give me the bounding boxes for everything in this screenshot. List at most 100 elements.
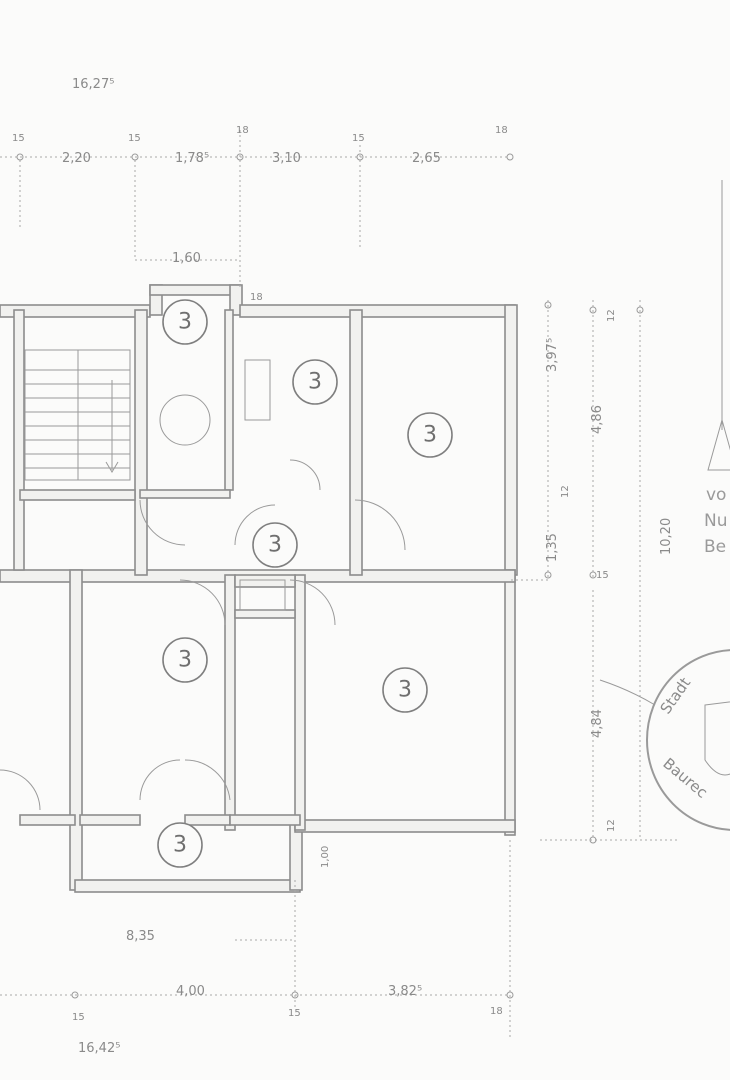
door-swing: [139, 499, 186, 546]
wall-segment: [229, 284, 243, 316]
room-marker: 3: [157, 822, 203, 868]
wall-segment: [229, 814, 301, 826]
door-swing: [234, 504, 276, 546]
dimension-tick: [589, 571, 597, 579]
dim-top-wall-2: 15: [128, 133, 141, 144]
dim-top-wall-5: 18: [495, 125, 508, 136]
dimension-lines: [0, 130, 680, 1040]
dimension-line: [510, 300, 549, 581]
wall-segment: [234, 609, 296, 619]
dim-notch-depth: 18: [250, 292, 263, 303]
wall-segment: [349, 309, 363, 576]
room-marker-circle: [162, 299, 208, 345]
note-fragment-3: Be: [704, 537, 726, 557]
note-fragment-2: Nu: [704, 511, 728, 531]
dimension-tick: [589, 306, 597, 314]
room-marker-label: 3: [423, 423, 437, 448]
dim-right-overall: 10,20: [659, 518, 674, 555]
door-swing: [354, 499, 406, 551]
room-marker-circle: [252, 522, 298, 568]
dim-right-upper-inner: 4,86: [590, 405, 605, 434]
dim-overall-top: 16,27⁵: [72, 77, 114, 92]
dim-bottom-inner: 8,35: [126, 929, 155, 944]
door-swing: [289, 579, 336, 626]
dim-right-lower-outer: 1,35: [545, 533, 560, 562]
room-marker: 3: [162, 299, 208, 345]
room-marker-circle: [162, 637, 208, 683]
dim-top-seg-2: 1,78⁵: [175, 151, 209, 166]
door-swing: [159, 394, 211, 446]
stamp-bottom-text: Baurec: [659, 754, 711, 801]
wall-segment: [294, 819, 516, 833]
wall-segment: [79, 814, 141, 826]
room-marker: 3: [382, 667, 428, 713]
wall-segment: [134, 309, 148, 576]
dim-right-wall-a: 12: [606, 309, 617, 322]
dimension-tick: [544, 301, 552, 309]
dim-right-lower-inner: 4,84: [590, 709, 605, 738]
door-swing: [179, 579, 226, 626]
room-marker-label: 3: [308, 370, 322, 395]
room-marker: 3: [407, 412, 453, 458]
dimension-tick: [544, 571, 552, 579]
door-swing: [289, 459, 321, 491]
room-marker: 3: [162, 637, 208, 683]
dimension-tick: [71, 991, 79, 999]
wall-segment: [69, 569, 83, 891]
dim-top-wall-3: 18: [236, 125, 249, 136]
dim-top-seg-4: 2,65: [412, 151, 441, 166]
dim-notch: 1,60: [172, 251, 201, 266]
room-marker-circle: [382, 667, 428, 713]
wall-segment: [504, 569, 516, 836]
dim-right-upper-outer: 3,97⁵: [545, 338, 560, 372]
wall-segment: [19, 814, 76, 826]
walls: [0, 284, 518, 893]
staircase: [24, 349, 131, 481]
dimension-tick: [506, 153, 514, 161]
wall-segment: [139, 489, 231, 499]
wall-segment: [234, 574, 296, 588]
room-marker-label: 3: [178, 648, 192, 673]
room-marker: 3: [252, 522, 298, 568]
dim-top-wall-1: 15: [12, 133, 25, 144]
dimension-tick: [291, 991, 299, 999]
dim-bottom-step: 1,00: [320, 846, 331, 868]
wall-segment: [294, 574, 306, 831]
wall-segment: [224, 309, 234, 491]
wall-segment: [224, 574, 236, 831]
stamp-top-text: Stadt: [657, 674, 695, 717]
dim-bottom-seg-2: 3,82⁵: [388, 984, 422, 999]
wall-segment: [504, 304, 518, 576]
dim-top-seg-1: 2,20: [62, 151, 91, 166]
room-marker-label: 3: [268, 533, 282, 558]
dim-bottom-wall-1: 15: [72, 1012, 85, 1023]
dim-bottom-seg-1: 4,00: [176, 984, 205, 999]
stair-direction-arrow-icon: [105, 380, 119, 473]
wall-segment: [184, 814, 231, 826]
wall-segment: [149, 284, 241, 296]
official-stamp: Stadt Baurec: [599, 649, 730, 831]
door-swing: [0, 769, 41, 811]
dim-bottom-wall-3: 18: [490, 1006, 503, 1017]
room-marker-label: 3: [398, 678, 412, 703]
wall-segment: [239, 304, 516, 318]
chimney-shaft: [239, 579, 286, 611]
dimension-tick: [636, 306, 644, 314]
wall-segment: [13, 309, 25, 571]
door-swing: [184, 759, 231, 801]
dimension-tick: [356, 153, 364, 161]
dim-right-wall-c: 12: [560, 485, 571, 498]
wall-segment: [74, 879, 301, 893]
room-marker-label: 3: [173, 833, 187, 858]
dim-bottom-wall-2: 15: [288, 1008, 301, 1019]
dimension-line: [134, 160, 240, 261]
dimension-tick: [506, 991, 514, 999]
dim-top-seg-3: 3,10: [272, 151, 301, 166]
dimension-tick: [16, 153, 24, 161]
room-marker-circle: [157, 822, 203, 868]
dimension-tick: [236, 153, 244, 161]
room-marker-label: 3: [178, 310, 192, 335]
door-swing: [139, 759, 181, 801]
room-markers: 3 3 3 3 3 3 3: [157, 299, 453, 868]
